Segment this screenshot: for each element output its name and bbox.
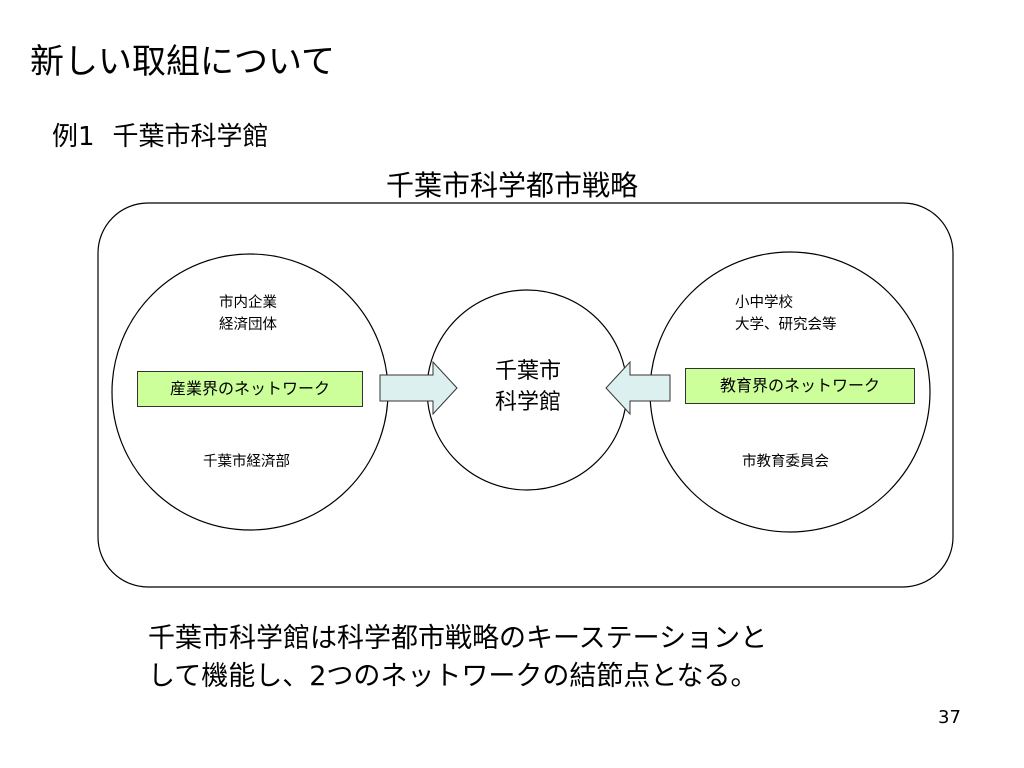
conclusion-line: 千葉市科学館は科学都市戦略のキーステーションと bbox=[148, 623, 768, 654]
strategy-title: 千葉市科学都市戦略 bbox=[385, 169, 638, 202]
industry-network-box: 産業界のネットワーク bbox=[137, 371, 363, 407]
arrow-right-icon bbox=[379, 360, 458, 416]
science-museum-line: 科学館 bbox=[494, 390, 561, 415]
industry-member-line: 市内企業 bbox=[219, 295, 277, 311]
science-museum-label: 千葉市 科学館 bbox=[484, 356, 572, 418]
page-number: 37 bbox=[938, 707, 961, 728]
strategy-frame bbox=[97, 202, 954, 588]
education-board-label: 市教育委員会 bbox=[742, 454, 829, 470]
education-members: 小中学校 大学、研究会等 bbox=[735, 292, 837, 336]
conclusion-line: して機能し、2つのネットワークの結節点となる。 bbox=[148, 661, 758, 692]
conclusion-text: 千葉市科学館は科学都市戦略のキーステーションと して機能し、2つのネットワークの… bbox=[148, 620, 767, 696]
industry-members: 市内企業 経済団体 bbox=[219, 292, 277, 336]
education-member-line: 大学、研究会等 bbox=[735, 317, 837, 333]
example-name: 千葉市科学館 bbox=[112, 122, 269, 152]
education-member-line: 小中学校 bbox=[735, 295, 793, 311]
example-heading: 例1 千葉市科学館 bbox=[52, 116, 269, 153]
arrow-left-icon bbox=[605, 360, 671, 416]
example-label: 例1 bbox=[52, 122, 95, 152]
education-network-box: 教育界のネットワーク bbox=[685, 368, 915, 404]
slide-title: 新しい取組について bbox=[30, 42, 335, 82]
industry-department-label: 千葉市経済部 bbox=[203, 454, 290, 470]
industry-member-line: 経済団体 bbox=[219, 317, 277, 333]
science-museum-line: 千葉市 bbox=[494, 359, 561, 384]
